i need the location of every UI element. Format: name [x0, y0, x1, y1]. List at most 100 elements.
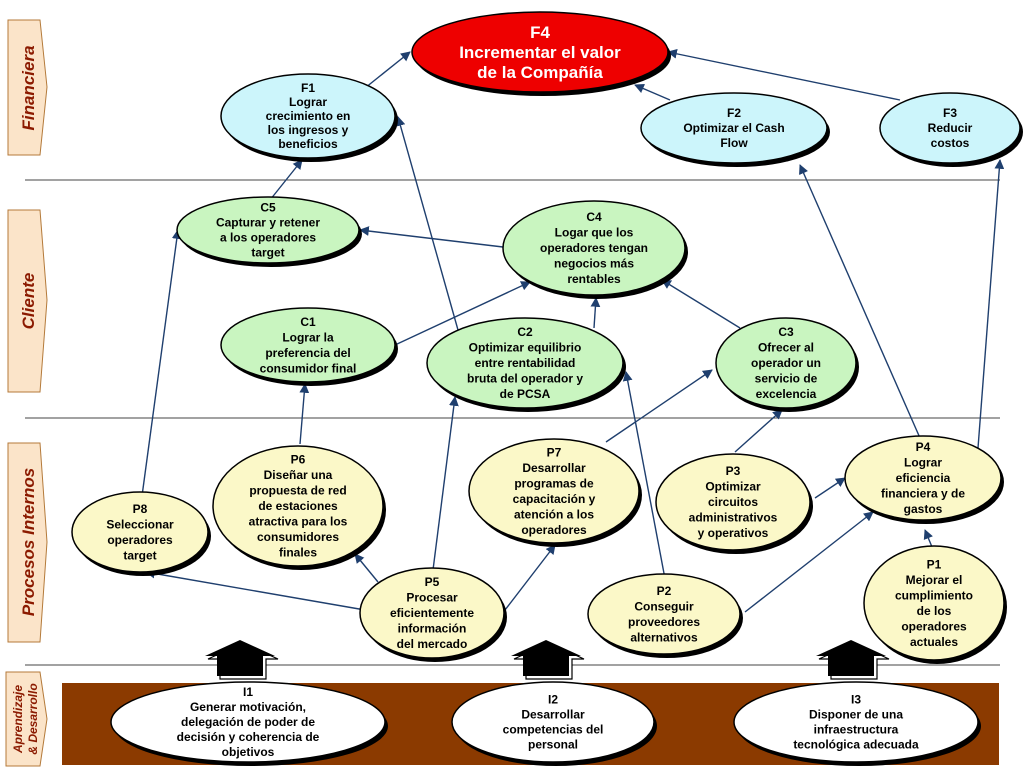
- lane-tab-cliente: Cliente: [7, 209, 48, 393]
- edge-p8-c5: [141, 229, 182, 497]
- edge-p2-p4: [744, 511, 874, 613]
- node-code: C1: [300, 315, 316, 329]
- node-shape: [863, 545, 1005, 661]
- node-code: F1: [301, 81, 315, 95]
- edge-p1-p4: [923, 529, 933, 548]
- node-label-line: atractiva para los: [249, 515, 348, 529]
- node-label-line: Generar motivación,: [190, 700, 306, 714]
- edge-f1-f4: [364, 51, 411, 89]
- node-label-line: cumplimiento: [895, 588, 973, 602]
- node-code: P1: [927, 557, 942, 571]
- node-label-line: programas de: [514, 476, 594, 490]
- node-label-line: Capturar y retener: [216, 216, 320, 230]
- node-label-line: a los operadores: [220, 231, 316, 245]
- node-label-line: finales: [279, 546, 317, 560]
- node-code: P7: [547, 445, 562, 459]
- node-label-line: proveedores: [628, 615, 700, 629]
- node-label-line: Reducir: [928, 121, 973, 135]
- node-label-line: consumidores: [257, 530, 339, 544]
- block-arrow-3: [816, 640, 890, 680]
- edge-c2-f1: [395, 116, 459, 331]
- edge-p3-p4: [814, 477, 846, 499]
- node-code: C2: [517, 325, 533, 339]
- node-shape: [110, 681, 386, 763]
- node-label-line: Disponer de una: [809, 708, 903, 722]
- node-code: I1: [243, 685, 253, 699]
- node-label-line: excelencia: [756, 387, 817, 401]
- node-label-line: y operativos: [698, 526, 769, 540]
- node-label-line: de la Compañía: [477, 63, 603, 82]
- node-code: P8: [133, 502, 148, 516]
- node-label-line: operadores tengan: [540, 241, 648, 255]
- node-shape: [468, 438, 640, 544]
- node-label-line: Desarrollar: [522, 461, 586, 475]
- node-label-line: información: [398, 622, 467, 636]
- node-label-line: del mercado: [397, 637, 468, 651]
- edges: [141, 48, 1005, 613]
- node-label-line: preferencia del: [265, 346, 350, 360]
- lane-label-cliente: Cliente: [19, 273, 38, 330]
- node-label-line: Desarrollar: [521, 708, 585, 722]
- node-label-line: eficiencia: [896, 471, 951, 485]
- node-label-line: objetivos: [222, 745, 275, 759]
- node-label-line: beneficios: [278, 137, 338, 151]
- node-label-line: de estaciones: [258, 499, 338, 513]
- node-shape: [359, 567, 505, 659]
- lane-label-desarrollo: & Desarrollo: [26, 683, 40, 754]
- node-label-line: gastos: [904, 502, 943, 516]
- node-label-line: Conseguir: [634, 599, 694, 613]
- node-label-line: operadores: [107, 533, 173, 547]
- node-label-line: financiera y de: [881, 487, 965, 501]
- edge-p4-f3: [977, 159, 1005, 449]
- node-label-line: actuales: [910, 635, 958, 649]
- node-label-line: Incrementar el valor: [459, 43, 621, 62]
- edge-p6-c1: [299, 383, 310, 445]
- node-label-line: capacitación y: [513, 492, 596, 506]
- node-label-line: operador un: [751, 356, 821, 370]
- node-label-line: Optimizar equilibrio: [469, 341, 582, 355]
- node-label-line: negocios más: [554, 257, 634, 271]
- edge-p3-c3: [734, 409, 783, 453]
- edge-f3-f4: [667, 48, 901, 101]
- edge-p5-p7: [504, 544, 556, 611]
- node-label-line: Optimizar: [705, 480, 761, 494]
- block-arrow-1: [205, 640, 279, 680]
- node-shape: [587, 573, 741, 655]
- node-label-line: de los: [917, 604, 952, 618]
- node-label-line: Diseñar una: [264, 468, 333, 482]
- node-shape: [502, 200, 686, 296]
- edge-p7-c3: [605, 369, 713, 443]
- node-shape: [879, 92, 1021, 164]
- lane-label-financiera: Financiera: [19, 45, 38, 130]
- node-label-line: decisión y coherencia de: [177, 730, 320, 744]
- node-code: P5: [425, 575, 440, 589]
- node-shape: [426, 317, 624, 409]
- node-shape: [640, 92, 828, 164]
- node-code: C5: [260, 201, 276, 215]
- node-label-line: bruta del operador y: [467, 372, 583, 386]
- node-label-line: crecimiento en: [266, 109, 351, 123]
- node-shape: [451, 681, 655, 763]
- node-code: F2: [727, 106, 741, 120]
- node-label-line: Flow: [720, 136, 748, 150]
- node-code: I2: [548, 693, 558, 707]
- edge-p5-c2: [432, 396, 459, 571]
- lane-tab-aprendizaje: Aprendizaje & Desarrollo: [5, 671, 48, 767]
- node-label-line: alternativos: [630, 630, 698, 644]
- node-label-line: Lograr: [289, 95, 327, 109]
- edge-p2-c2: [622, 371, 667, 585]
